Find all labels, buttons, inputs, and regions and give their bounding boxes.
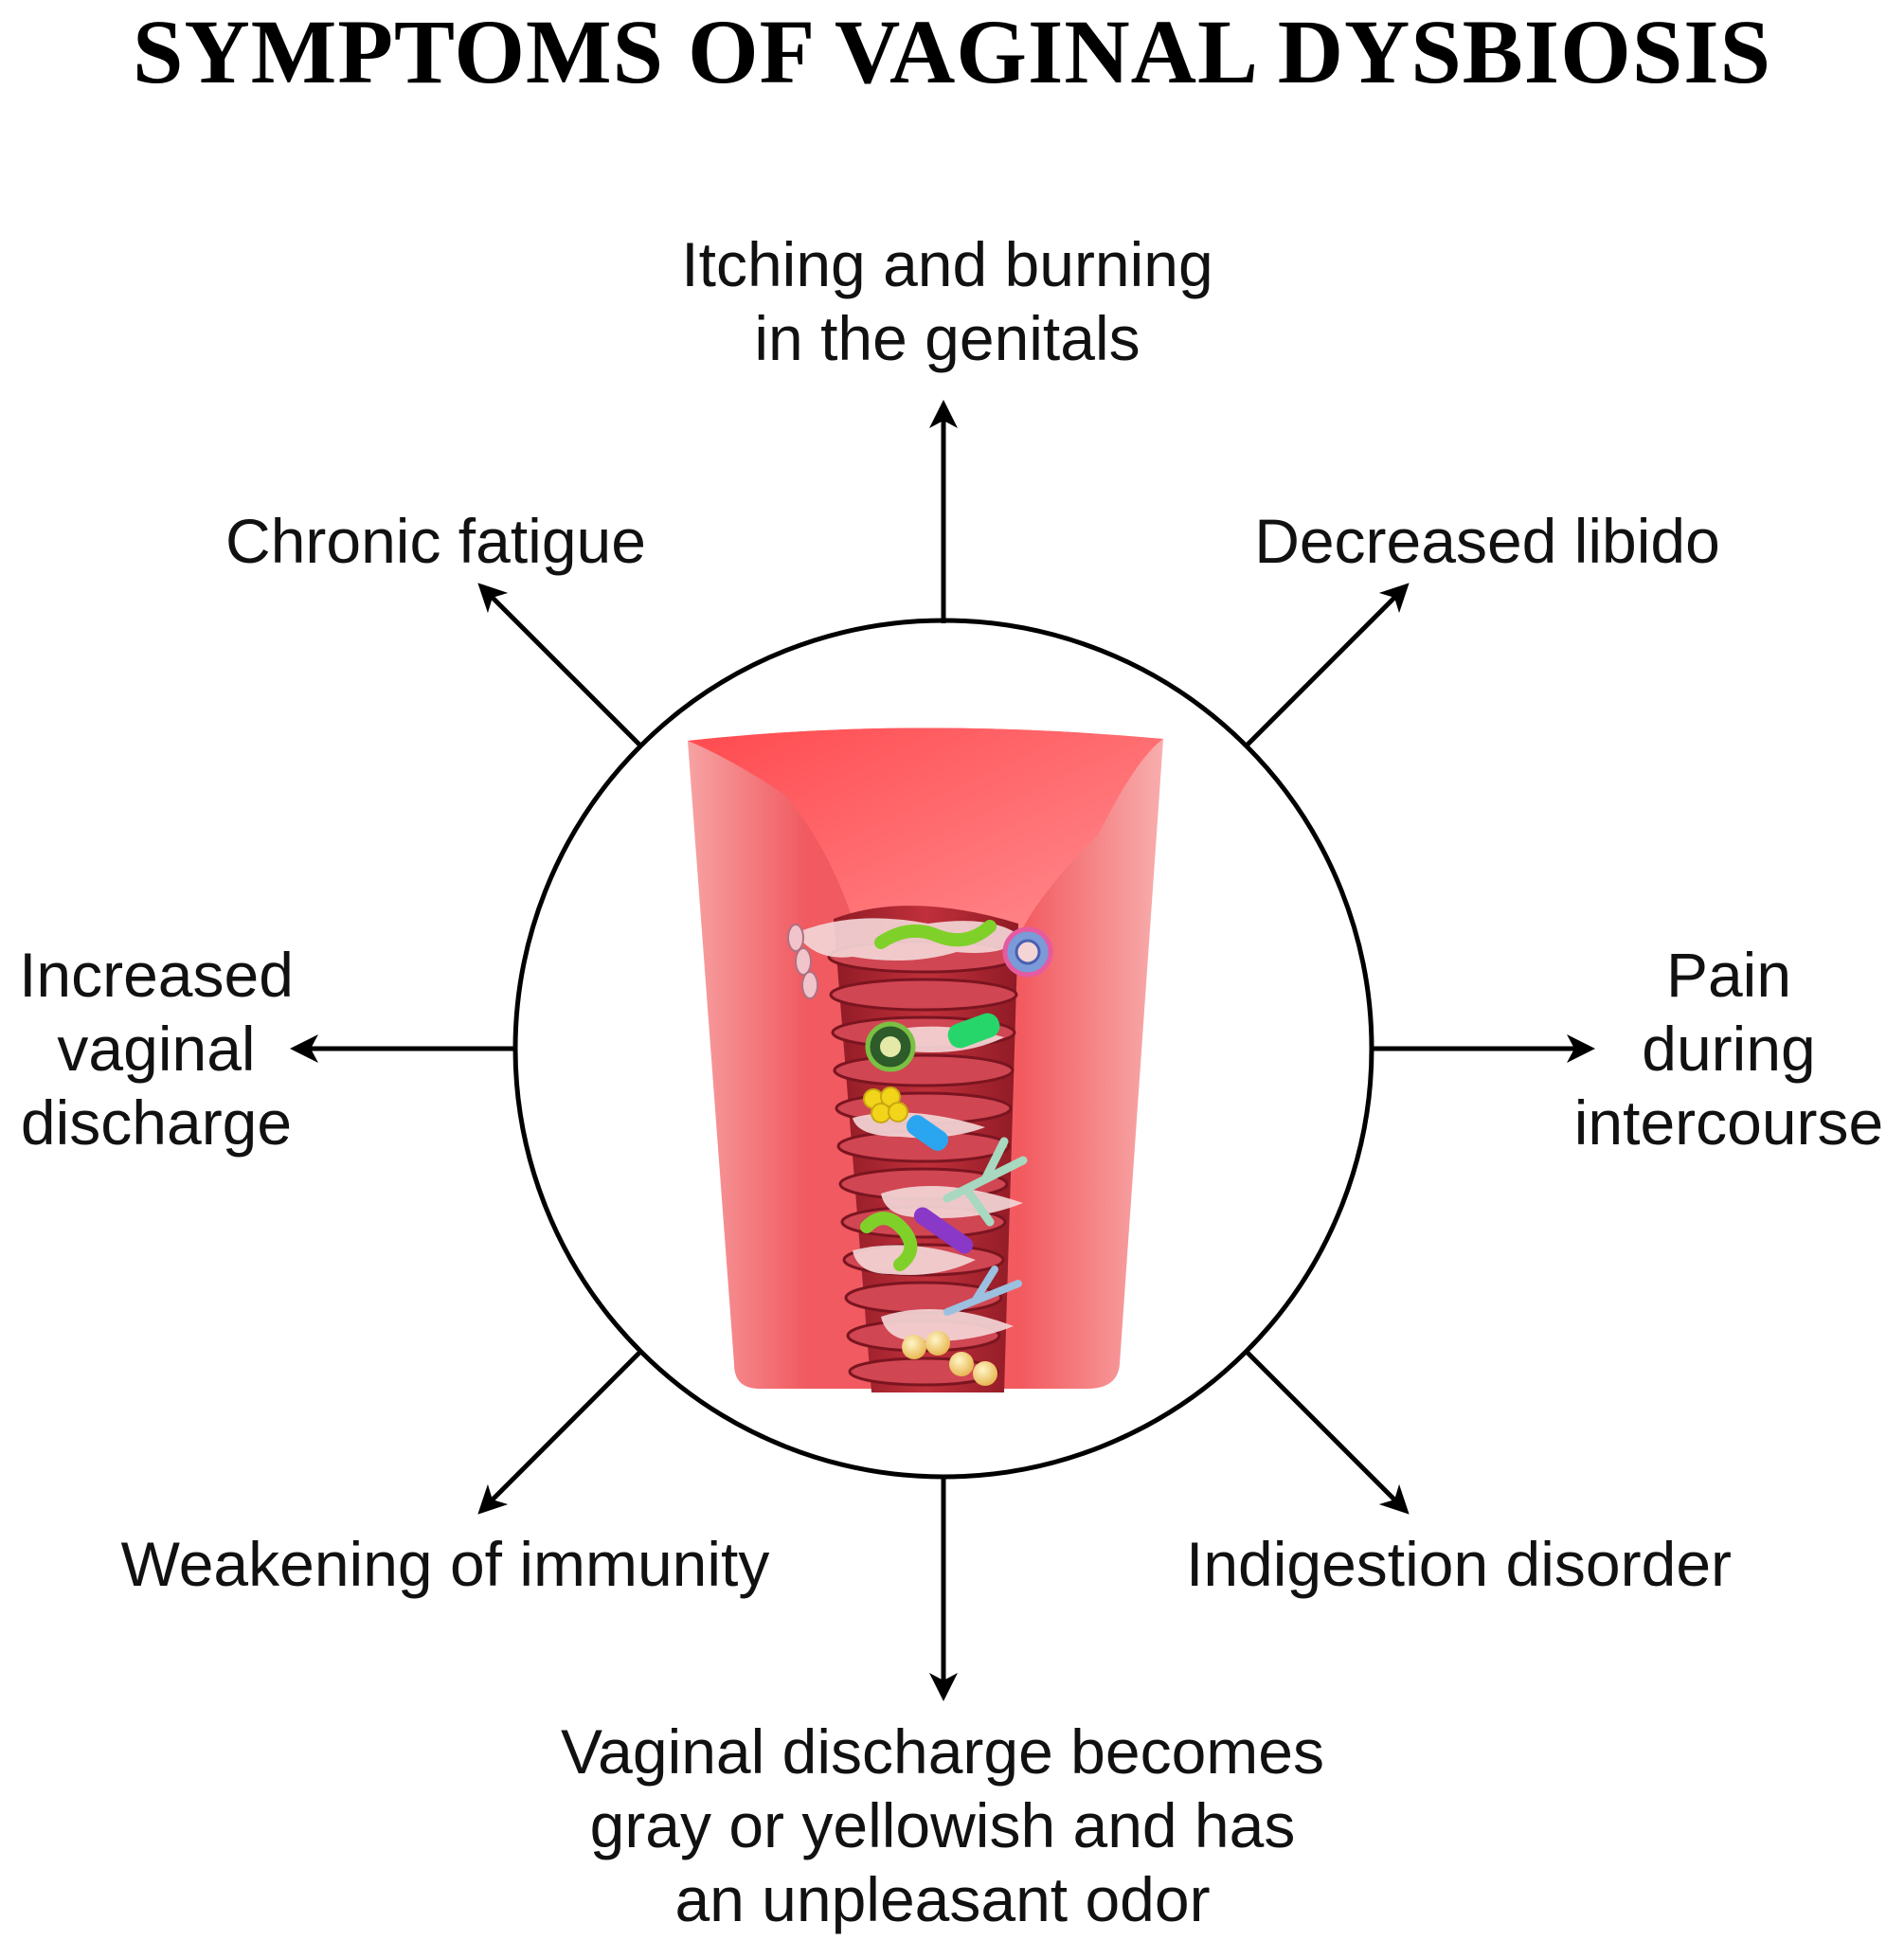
symptom-label-pain-intercourse: Pain during intercourse bbox=[1573, 940, 1884, 1158]
arrow-top-right bbox=[1245, 583, 1410, 747]
pink-chain bbox=[787, 924, 818, 999]
green-bacterium bbox=[947, 1013, 1000, 1049]
arrow-top-left bbox=[477, 583, 642, 747]
purple-bacterium bbox=[913, 1207, 974, 1254]
streptococcus-chain bbox=[902, 1331, 997, 1386]
symptom-label-itching: Itching and burning in the genitals bbox=[681, 229, 1213, 373]
tissue-illustration bbox=[688, 728, 1163, 1392]
virus-particle bbox=[1002, 926, 1053, 978]
symptom-label-chronic-fatigue: Chronic fatigue bbox=[225, 506, 646, 576]
tissue-rim bbox=[688, 728, 1163, 947]
arrows bbox=[290, 400, 1595, 1701]
fungal-hyphae bbox=[943, 1137, 1028, 1227]
green-spirillum bbox=[860, 1212, 918, 1271]
virus-particle bbox=[865, 1021, 916, 1072]
arrow-bottom-right bbox=[1245, 1350, 1410, 1515]
fungal-hyphae bbox=[943, 1266, 1022, 1316]
cocci-cluster bbox=[863, 1087, 908, 1123]
symptom-label-weakening-immunity: Weakening of immunity bbox=[120, 1529, 770, 1599]
symptom-label-indigestion: Indigestion disorder bbox=[1185, 1529, 1733, 1599]
arrow-bottom-left bbox=[477, 1350, 642, 1515]
symptom-label-increased-discharge: Increased vaginal discharge bbox=[19, 940, 294, 1158]
microbes bbox=[787, 920, 1053, 1386]
blue-bacterium bbox=[906, 1115, 949, 1151]
green-spirillum bbox=[874, 920, 997, 949]
symptom-label-decreased-libido: Decreased libido bbox=[1254, 506, 1720, 576]
diagram-title: SYMPTOMS OF VAGINAL DYSBIOSIS bbox=[133, 1, 1771, 102]
symptom-label-discharge-color-odor: Vaginal discharge becomes gray or yellow… bbox=[561, 1716, 1324, 1934]
mucus-patches bbox=[796, 918, 1023, 1341]
